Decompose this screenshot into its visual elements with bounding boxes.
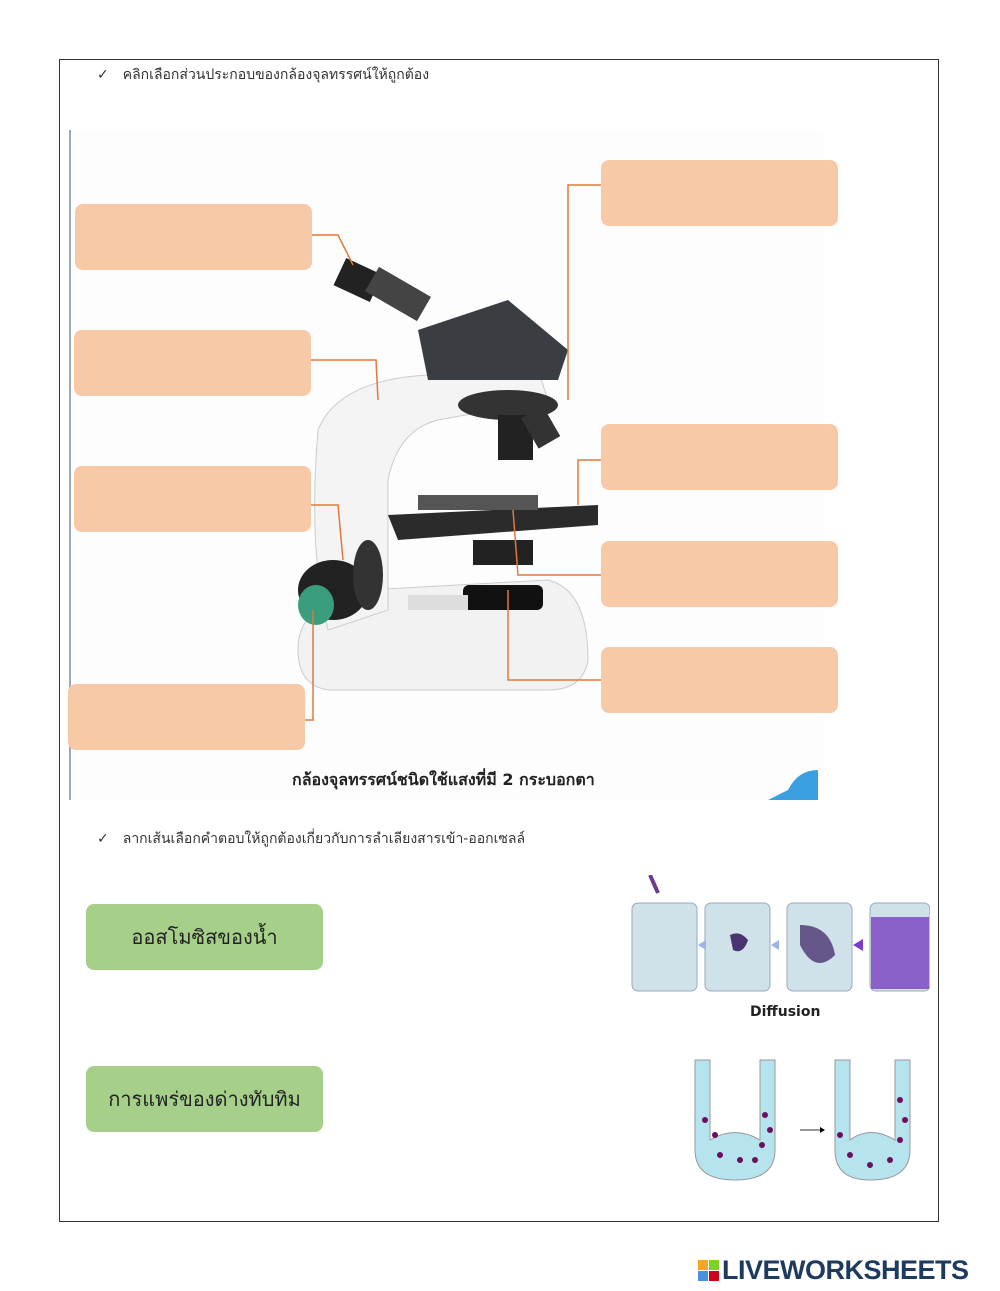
worksheet-page [59,59,939,1222]
answer-box-stage[interactable] [601,541,838,607]
beaker-diffusion-image [630,874,931,1000]
u-tube-osmosis-image [690,1030,930,1200]
answer-box-coarse-focus[interactable] [74,466,311,532]
answer-box-fine-focus[interactable] [68,684,305,750]
answer-box-arm[interactable] [74,330,311,396]
instruction-1: ✓คลิกเลือกส่วนประกอบของกล้องจุลทรรศน์ให้… [97,67,430,83]
option-osmosis[interactable]: ออสโมซิสของน้ำ [86,904,323,970]
answer-box-body-tube[interactable] [601,160,838,226]
option-diffusion[interactable]: การแพร่ของด่างทับทิม [86,1066,323,1132]
check-icon: ✓ [97,67,109,83]
microscope-caption: กล้องจุลทรรศน์ชนิดใช้แสงที่มี 2 กระบอกตา [292,770,595,789]
instruction-2: ✓ลากเส้นเลือกคำตอบให้ถูกต้องเกี่ยวกับการ… [97,831,526,847]
liveworksheets-logo: LIVEWORKSHEETS [698,1255,969,1286]
answer-box-eyepiece[interactable] [75,204,312,270]
logo-mark-icon [698,1260,719,1281]
check-icon: ✓ [97,831,109,847]
diffusion-image-title: Diffusion [750,1004,821,1020]
answer-box-objective[interactable] [601,424,838,490]
answer-box-condenser[interactable] [601,647,838,713]
